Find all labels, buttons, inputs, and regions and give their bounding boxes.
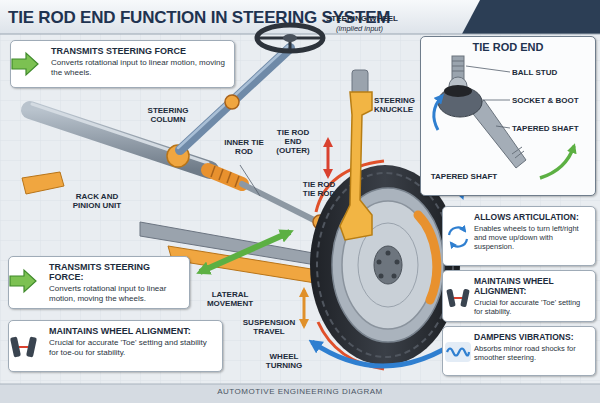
part-label: INNER TIE ROD [220,138,268,156]
part-label: (implied input) [336,24,416,33]
callout-text: Converts rotational input to linear moti… [51,58,229,77]
part-label: TAPERED SHAFT [428,172,500,181]
suspension-travel-arrow [303,290,306,326]
callout-heading: MAINTAINS WHEEL ALIGNMENT: [49,326,217,336]
lug-nut [379,274,384,279]
part-label: STEERING COLUMN [140,106,196,124]
caption-band [0,384,600,403]
callout-heading: MAINTAINS WHEEL ALIGNMENT: [474,276,591,296]
callout-box: MAINTAINS WHEEL ALIGNMENT: Crucial for ac… [8,320,223,372]
part-label: LATERAL MOVEMENT [200,290,260,308]
lateral-movement-arrow [200,232,290,272]
callout-box: TRANSMITS STEERING FORCE Converts rotatio… [10,40,235,88]
part-label: STEERING WHEEL [326,14,416,23]
mount-bracket [22,172,64,194]
tire-tread [317,173,453,357]
callout-box: MAINTAINS WHEEL ALIGNMENT: Crucial for ac… [442,270,596,322]
universal-joint [225,95,239,109]
lug-nut [377,260,382,265]
boot-rib [227,172,231,183]
callout-box: DAMPENS VIBRATIONS: Absorbs minor road sh… [442,326,596,376]
boot-rib [235,176,239,187]
wheel-hub [374,246,402,284]
rack-boot [208,166,242,187]
lug-nut [395,260,400,265]
vertical-motion-arrow [327,140,330,176]
callout-text: Enables wheels to turn left/right and mo… [474,224,591,251]
boot-rib [219,169,223,180]
callout-box: ALLOWS ARTICULATION: Enables wheels to tu… [442,206,596,266]
part-label: TIE ROD END (OUTER) [268,128,318,155]
lug-nut [392,274,397,279]
part-label: WHEEL TURNING [258,352,310,370]
part-label: TIE ROD TIE ROD [298,180,340,198]
lug-nut [386,251,391,256]
diagram-caption: AUTOMOTIVE ENGINEERING DIAGRAM [0,387,600,396]
strut-mount [352,70,368,94]
steering-knuckle [340,92,372,240]
boot-rib [211,166,215,177]
callout-heading: DAMPENS VIBRATIONS: [474,332,591,342]
callout-heading: TRANSMITS STEERING FORCE [51,46,229,56]
callout-text: Crucial for accurate 'Toe' setting for s… [474,298,591,316]
leader-line [240,165,260,196]
brake-caliper [418,215,437,300]
callout-box: TRANSMITS STEERING FORCE: Converts rotati… [8,256,190,309]
part-label: STEERING KNUCKLE [374,96,420,114]
header-rule [0,34,600,35]
header-accent [462,0,600,34]
part-label: BALL STUD [512,68,592,77]
part-label: SUSPENSION TRAVEL [236,318,302,336]
part-label: TAPERED SHAFT [512,124,592,133]
callout-heading: TIE ROD END [425,41,591,53]
part-label: SOCKET & BOOT [512,96,592,105]
wheel-turning-arrow [312,338,462,366]
header-band [0,0,600,34]
callout-text: Converts rotational input to linear moti… [49,284,184,303]
callout-text: Absorbs minor road shocks for smoother s… [474,344,591,362]
callout-heading: TRANSMITS STEERING FORCE: [49,262,184,282]
callout-text: Crucial for accurate 'Toe' setting and s… [49,338,217,357]
wheel-hub [283,34,297,42]
steering-wheel [257,25,323,51]
part-label: RACK AND PINION UNIT [66,192,128,210]
callout-heading: ALLOWS ARTICULATION: [474,212,591,222]
caption-rule [0,384,600,385]
